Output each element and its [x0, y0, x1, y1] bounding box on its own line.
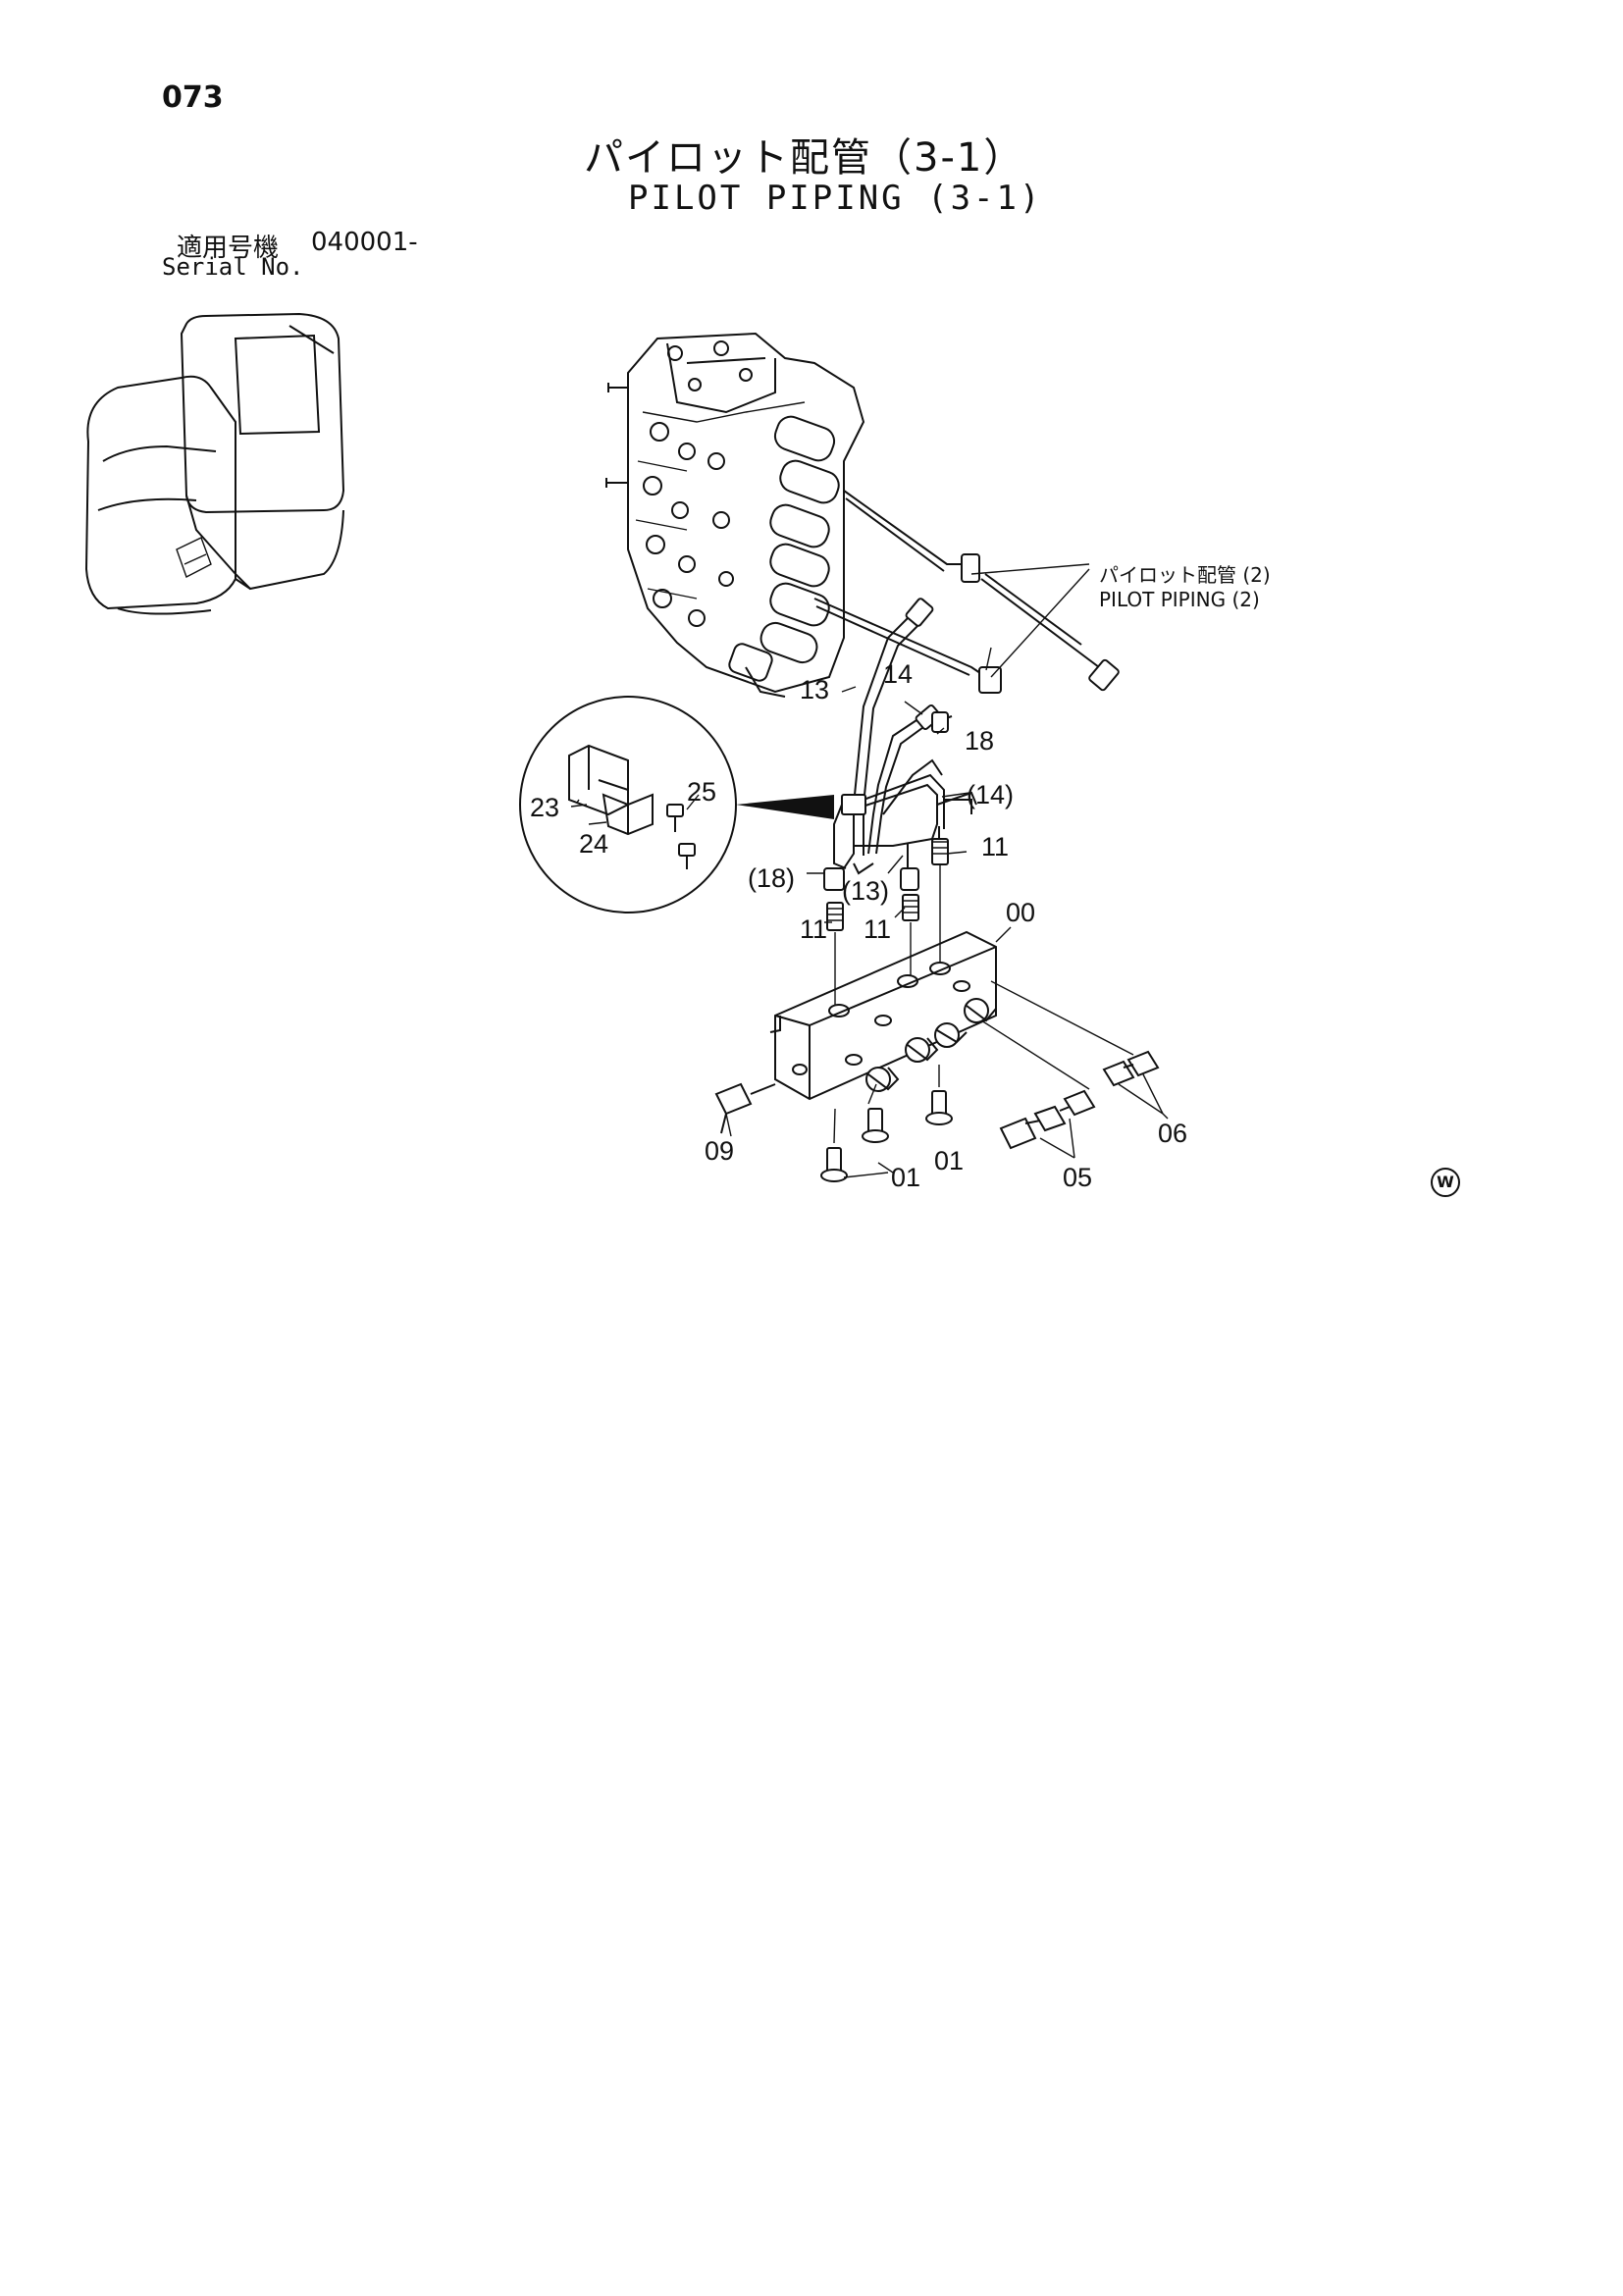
callout-00: 00 [1006, 898, 1036, 927]
callout-13: 13 [800, 675, 830, 704]
callout-01-left: 01 [891, 1163, 921, 1192]
callout-11-left: 11 [800, 914, 828, 944]
pilot-piping-2-lines [813, 490, 1120, 694]
page-number: 073 [162, 80, 224, 115]
callout-14: 14 [883, 659, 914, 689]
callout-14-paren: (14) [967, 780, 1015, 809]
bolts-and-fittings [714, 980, 1169, 1182]
callout-11-mid: 11 [864, 914, 892, 944]
callout-01-right: 01 [934, 1146, 965, 1175]
callout-24: 24 [579, 829, 609, 859]
callout-06: 06 [1158, 1119, 1188, 1148]
control-valve-icon [605, 332, 865, 698]
excavator-location-icon [84, 312, 345, 615]
callout-18-paren: (18) [748, 863, 796, 893]
page-title-en: PILOT PIPING (3-1) [628, 179, 1043, 218]
callout-18: 18 [965, 726, 995, 756]
revision-mark: W [1431, 1168, 1460, 1197]
callout-13-paren: (13) [842, 876, 890, 906]
pilot-piping-2-note-en: PILOT PIPING (2) [1099, 588, 1260, 611]
serial-value: 040001- [311, 228, 418, 257]
callout-09: 09 [705, 1136, 735, 1166]
callout-25: 25 [687, 777, 717, 807]
serial-label-jp: 適用号機 [177, 234, 280, 263]
callout-leaders [588, 686, 1012, 943]
callout-23: 23 [530, 793, 560, 822]
callout-11-right: 11 [981, 832, 1010, 861]
callout-05: 05 [1063, 1163, 1093, 1192]
serial-label-en: Serial No. [162, 253, 304, 281]
pilot-pipes-13-14-18 [833, 598, 977, 883]
detail-view-icon [519, 696, 834, 913]
manifold-block-icon [769, 863, 997, 1101]
pilot-piping-2-note-jp: パイロット配管 (2) [1099, 563, 1271, 587]
page-title-jp: パイロット配管（3-1） [584, 135, 1025, 181]
